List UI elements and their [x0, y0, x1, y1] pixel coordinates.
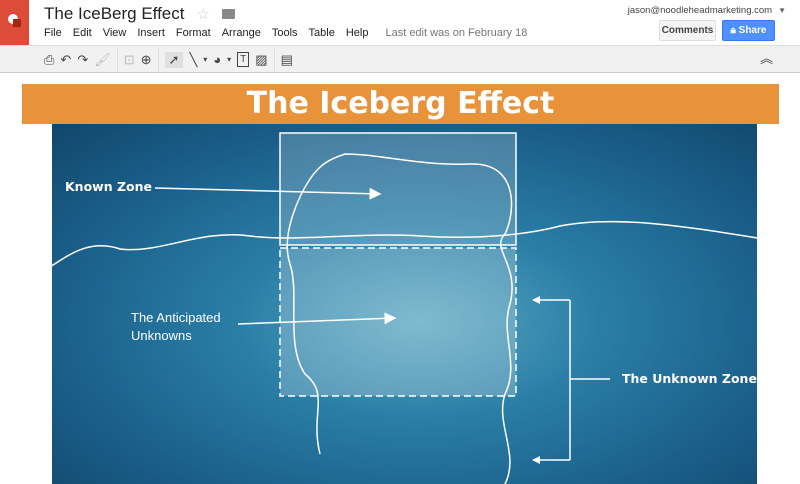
- known-zone-box: [279, 132, 517, 246]
- print-icon[interactable]: ⎙: [44, 51, 55, 67]
- line-dropdown-icon[interactable]: ▾: [203, 54, 208, 64]
- collapse-icon[interactable]: ︽: [760, 51, 774, 66]
- anticipated-label-line1[interactable]: The Anticipated: [131, 310, 221, 325]
- menu-edit[interactable]: Edit: [72, 27, 92, 39]
- anticipated-arrow: [237, 312, 397, 325]
- menu-bar: File Edit View Insert Format Arrange Too…: [44, 27, 527, 39]
- account-menu[interactable]: jason@noodleheadmarketing.com ▼: [628, 5, 786, 16]
- header: The IceBerg Effect ☆ File Edit View Inse…: [0, 0, 800, 45]
- unknown-zone-bracket: [533, 299, 610, 461]
- known-zone-arrow: [154, 187, 382, 200]
- drawing-canvas[interactable]: The Iceberg Effect Known Zone The Antici…: [0, 74, 800, 484]
- account-dropdown-icon[interactable]: ▼: [778, 6, 786, 15]
- shape-tool-icon[interactable]: ◕: [213, 51, 222, 67]
- last-edit-status[interactable]: Last edit was on February 18: [385, 27, 528, 39]
- toolbar-divider: [273, 47, 275, 72]
- undo-icon[interactable]: ↶: [60, 51, 72, 67]
- redo-icon[interactable]: ↷: [77, 51, 89, 67]
- menu-arrange[interactable]: Arrange: [221, 27, 261, 39]
- toolbar-divider: [116, 47, 118, 72]
- star-icon[interactable]: ☆: [196, 6, 210, 23]
- zoom-icon[interactable]: ⊕: [140, 51, 152, 67]
- document-title[interactable]: The IceBerg Effect: [44, 4, 185, 23]
- slide-title[interactable]: The Iceberg Effect: [22, 84, 779, 124]
- menu-format[interactable]: Format: [175, 27, 211, 39]
- anticipated-zone-box: [279, 247, 517, 397]
- lock-icon: 🔒︎: [730, 25, 739, 36]
- unknown-zone-label[interactable]: The Unknown Zone: [622, 371, 757, 386]
- drawings-logo-icon[interactable]: [0, 0, 29, 45]
- folder-icon[interactable]: [221, 9, 235, 19]
- share-label: Share: [738, 25, 767, 36]
- toolbar-divider: [157, 47, 159, 72]
- menu-help[interactable]: Help: [345, 27, 369, 39]
- anticipated-label-line2[interactable]: Unknowns: [131, 328, 192, 343]
- waterline: [49, 220, 771, 268]
- menu-tools[interactable]: Tools: [271, 27, 298, 39]
- comments-button[interactable]: Comments: [659, 20, 716, 41]
- title-row: The IceBerg Effect ☆: [44, 4, 235, 24]
- select-tool-icon[interactable]: ➚: [164, 51, 184, 68]
- account-email[interactable]: jason@noodleheadmarketing.com: [627, 5, 773, 16]
- menu-view[interactable]: View: [102, 27, 127, 39]
- image-icon[interactable]: ▨: [255, 51, 268, 67]
- diagram-shapes: [49, 132, 771, 484]
- shape-dropdown-icon[interactable]: ▾: [227, 54, 232, 64]
- known-zone-label[interactable]: Known Zone: [65, 179, 152, 194]
- text-box-icon[interactable]: T: [237, 52, 250, 67]
- fit-icon[interactable]: ⊡: [123, 51, 135, 67]
- toolbar: ⎙ ↶ ↷ 🖌︎ ⊡ ⊕ ➚ ╲ ▾ ◕ ▾ T ▨ ▤ ︽: [0, 45, 800, 73]
- iceberg-outline: [286, 153, 513, 484]
- line-tool-icon[interactable]: ╲: [189, 51, 198, 67]
- share-button[interactable]: 🔒︎ Share: [722, 20, 775, 41]
- slide-background[interactable]: [52, 124, 757, 484]
- menu-table[interactable]: Table: [308, 27, 335, 39]
- menu-file[interactable]: File: [44, 27, 62, 39]
- paint-format-icon[interactable]: 🖌︎: [94, 51, 111, 67]
- menu-insert[interactable]: Insert: [137, 27, 165, 39]
- comment-icon[interactable]: ▤: [280, 51, 293, 67]
